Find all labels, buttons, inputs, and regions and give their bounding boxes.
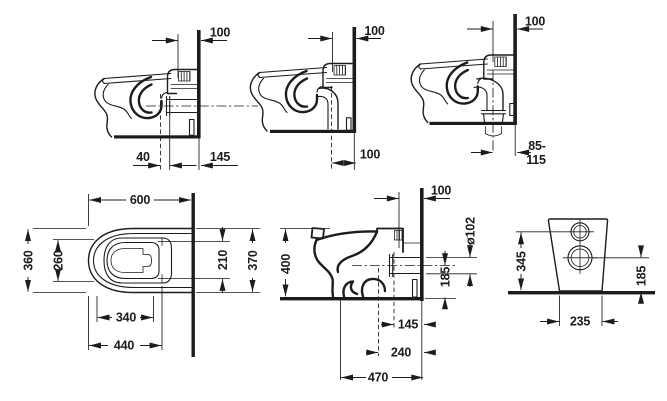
trap-outline <box>342 277 387 298</box>
floor-line <box>114 135 201 139</box>
view-front-elevation: 345 185 235 <box>508 218 655 329</box>
bowl-rim <box>106 241 160 280</box>
drain-elbow <box>476 77 504 112</box>
extension-line <box>280 192 477 380</box>
toilet-profile <box>409 53 515 124</box>
extension-line <box>169 34 200 170</box>
dim-label-front-to-fixing: 440 <box>114 339 135 353</box>
dim-label-height-to-inlet: 345 <box>515 251 529 272</box>
dim-label-wall-distance: 100 <box>431 184 452 198</box>
outlet-hole-inner <box>570 248 590 267</box>
pan-outline <box>87 227 193 294</box>
ceramic-edge <box>92 232 193 289</box>
dim-label-width: 360 <box>22 250 36 271</box>
body-outline <box>547 218 609 292</box>
view-side-vertical-outlet: 100 100 <box>249 24 385 170</box>
extension-line <box>492 21 516 156</box>
drain-elbow <box>317 87 339 130</box>
drain-coupling <box>480 109 507 123</box>
wall-section <box>197 30 201 138</box>
floor-line <box>508 291 655 295</box>
dim-label-height: 400 <box>279 254 293 275</box>
pedestal-front <box>313 238 335 298</box>
hinge-hole-marks <box>157 237 167 283</box>
floor-line <box>429 121 517 125</box>
fixing-foot <box>411 278 418 298</box>
extension-line <box>33 194 260 350</box>
extension-line <box>516 231 649 326</box>
extension-line <box>332 32 355 170</box>
view-plan: 600 360 260 340 440 210 370 <box>22 193 260 357</box>
dim-label-outlet-height: 185 <box>439 267 453 288</box>
inlet-hole-outer <box>570 222 590 242</box>
outlet-hole-outer <box>567 245 593 271</box>
dim-label-drain-range-1: 85- <box>528 139 546 153</box>
dim-label-drain-to-wall: 240 <box>391 346 412 360</box>
fixing-foot <box>345 117 352 131</box>
dim-label-trap-to-wall: 145 <box>398 318 419 332</box>
dim-label-outlet-diameter: ø102 <box>464 217 478 245</box>
dim-label-base-depth: 470 <box>368 371 389 385</box>
dim-label-hinge-span: 210 <box>216 250 230 271</box>
bowl-sweep <box>336 230 379 274</box>
dim-label-wall-distance: 100 <box>210 26 231 40</box>
fixing-foot <box>188 118 195 136</box>
hatch-box <box>394 230 403 241</box>
outlet-spigot <box>388 253 421 278</box>
view-side-elevation: 100 400 ø102 185 145 240 470 <box>279 184 478 385</box>
drain-phantom <box>485 126 502 137</box>
inlet-hole-inner <box>573 225 587 239</box>
drain-elbow-inner <box>317 95 329 130</box>
dim-label-wall-clearance: 145 <box>210 150 231 164</box>
dim-label-drain-range-2: 115 <box>526 153 546 167</box>
floor-line <box>270 129 356 133</box>
fixing-foot <box>509 102 515 117</box>
dim-label-outer-span: 370 <box>246 250 260 271</box>
wall-section <box>352 27 357 133</box>
dim-label-outlet-offset: 40 <box>136 150 150 164</box>
dim-label-base-width: 235 <box>570 315 591 329</box>
dim-label-drain-from-wall: 100 <box>360 148 381 162</box>
dim-label-outlet-height: 185 <box>635 266 649 287</box>
drain-elbow-inner <box>473 86 488 112</box>
wall-section <box>191 193 195 357</box>
flush-housing <box>310 227 404 253</box>
floor-line <box>280 297 424 301</box>
wall-section <box>420 188 424 301</box>
toilet-profile <box>93 68 199 139</box>
bowl-opening <box>110 248 152 273</box>
view-side-adjustable-outlet: 100 85- 115 <box>409 14 546 167</box>
dim-label-wall-distance: 100 <box>364 24 385 38</box>
view-side-horizontal-outlet: 100 40 145 <box>93 26 258 170</box>
rim-top <box>315 230 379 242</box>
dim-label-depth: 600 <box>130 193 151 207</box>
dim-label-wall-distance: 100 <box>525 15 546 29</box>
dim-label-seat-width: 260 <box>52 250 66 271</box>
seat-outline <box>103 237 173 284</box>
outlet-spigot <box>165 95 198 117</box>
extension-line-dashed <box>378 252 395 356</box>
wall-section <box>513 14 517 124</box>
dim-label-fixing-span: 340 <box>116 311 137 325</box>
